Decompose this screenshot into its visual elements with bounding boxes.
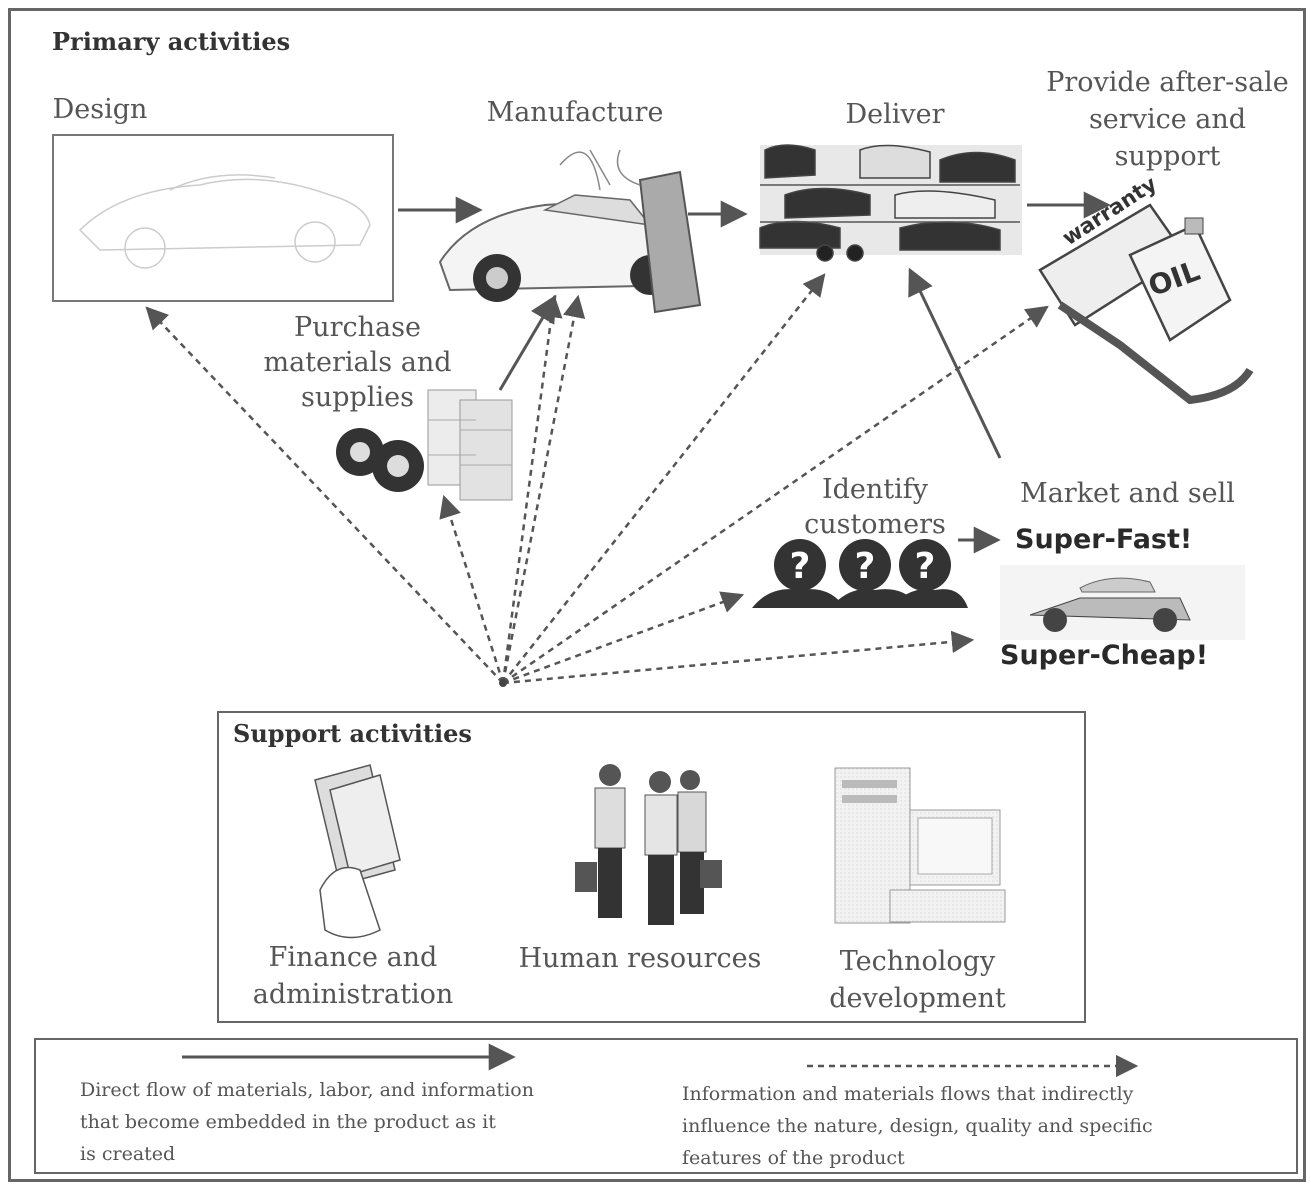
legend-box [34,1038,1298,1174]
dashed-to-manufacture-a [501,294,563,684]
svg-text:?: ? [915,546,936,587]
money-hand-icon [314,764,401,939]
dashed-to-market [502,630,975,685]
business-people-icon [575,764,722,925]
finance-label: Finance and administration [252,942,454,1010]
design-sketch-car-icon [78,174,371,269]
dashed-to-deliver [502,273,826,684]
dashed-to-manufacture-b [501,294,586,684]
arrow-market-to-deliver [908,267,1002,459]
identify-customers-label: Identify customers [804,474,946,540]
question-mark-customers-icon: ? ? ? [752,539,968,608]
manufacture-car-icon [438,149,702,314]
computer-icon [834,767,1006,924]
super-cheap-text: Super-Cheap! [1000,640,1209,671]
after-sale-label: Provide after-sale service and support [1046,67,1289,172]
indirect-flow-arrows [145,273,1049,685]
svg-text:?: ? [790,546,811,587]
market-car-icon [1000,565,1245,640]
dashed-to-identify [502,591,745,685]
car-carrier-truck-icon [759,144,1022,262]
deliver-label: Deliver [845,99,945,130]
support-activities-box [217,711,1086,1023]
primary-activities-title: Primary activities [52,27,291,56]
manufacture-label: Manufacture [486,97,664,128]
technology-label: Technology development [829,946,1006,1014]
dashed-to-design [145,306,504,684]
legend-dashed-text: Information and materials flows that ind… [682,1083,1153,1169]
legend-solid-text: Direct flow of materials, labor, and inf… [80,1079,534,1165]
support-activities-title: Support activities [233,719,472,748]
warranty-oil-wrench-icon [1038,203,1254,405]
direct-flow-arrows [398,191,1111,554]
support-hub-dot [499,679,507,687]
design-image-box [52,134,394,302]
diagram-frame [8,8,1306,1182]
super-fast-text: Super-Fast! [1015,524,1193,555]
design-label: Design [52,94,148,125]
human-resources-label: Human resources [518,943,762,974]
tires-and-barrels-icon [336,389,513,501]
dashed-to-purchase [439,494,505,684]
svg-text:?: ? [855,546,876,587]
purchase-label: Purchase materials and supplies [263,312,452,413]
market-and-sell-label: Market and sell [1020,478,1235,509]
dashed-to-service [502,305,1049,685]
